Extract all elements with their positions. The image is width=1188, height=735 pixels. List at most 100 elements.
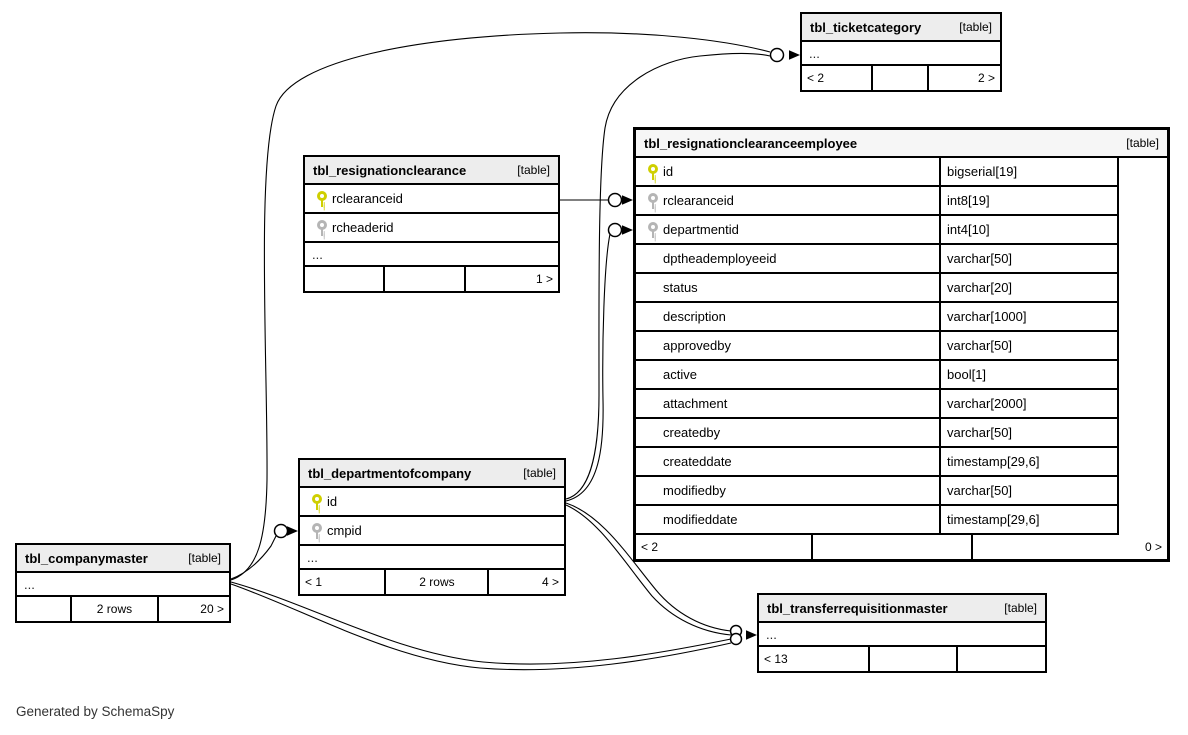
- table-tbl_companymaster[interactable]: tbl_companymaster [table] ... 2 rows 20 …: [15, 543, 231, 623]
- table-tag: [table]: [188, 551, 221, 565]
- column-type: bool[1]: [939, 361, 1115, 388]
- table-footer: < 2 2 >: [802, 66, 1000, 90]
- footer-children: 1 >: [464, 267, 558, 291]
- arrowhead-icon: [622, 225, 633, 235]
- column-name: createdby: [663, 425, 721, 440]
- more-columns-row: ...: [300, 546, 564, 570]
- column-row: status varchar[20]: [636, 274, 1117, 303]
- footer-rows: 2 rows: [384, 570, 487, 594]
- table-tag: [table]: [959, 20, 992, 34]
- relationship-endpoint-circle: [729, 632, 743, 646]
- table-tbl_departmentofcompany[interactable]: tbl_departmentofcompany [table] id cmpid.…: [298, 458, 566, 596]
- footer-children: [956, 647, 1045, 671]
- table-tag: [table]: [517, 163, 550, 177]
- column-name: status: [663, 280, 698, 295]
- column-type: int8[19]: [939, 187, 1115, 214]
- column-type: varchar[50]: [939, 245, 1115, 272]
- relationship-endpoint-circle: [607, 222, 623, 238]
- primary-key-icon: [647, 163, 659, 180]
- column-row: active bool[1]: [636, 361, 1117, 390]
- column-type: varchar[20]: [939, 274, 1115, 301]
- foreign-key-icon: [316, 219, 328, 236]
- column-row: rcheaderid: [305, 214, 558, 243]
- column-name: cmpid: [327, 523, 362, 538]
- table-footer: < 13: [759, 647, 1045, 671]
- column-row: id bigserial[19]: [636, 158, 1117, 187]
- table-tbl_resignationclearance[interactable]: tbl_resignationclearance [table] rcleara…: [303, 155, 560, 293]
- table-tbl_ticketcategory[interactable]: tbl_ticketcategory [table] ... < 2 2 >: [800, 12, 1002, 92]
- column-name: rclearanceid: [332, 191, 403, 206]
- column-name: modifiedby: [663, 483, 726, 498]
- table-title: tbl_ticketcategory: [810, 19, 922, 35]
- column-name: approvedby: [663, 338, 731, 353]
- table-header: tbl_ticketcategory [table]: [802, 14, 1000, 42]
- column-type: varchar[2000]: [939, 390, 1115, 417]
- footer-children: 0 >: [970, 535, 1167, 559]
- key-cell: [305, 190, 332, 207]
- footer-parents: < 1: [305, 575, 323, 589]
- relationship-line: [565, 502, 732, 632]
- generated-by-credit: Generated by SchemaSpy: [16, 704, 175, 719]
- table-title: tbl_departmentofcompany: [308, 465, 472, 481]
- footer-children: 2 >: [926, 66, 1000, 90]
- table-side-column: [1117, 158, 1167, 535]
- relationship-endpoint-circle: [273, 523, 289, 539]
- footer-children: 4 >: [487, 570, 564, 594]
- table-footer: < 2 0 >: [636, 535, 1167, 559]
- table-tbl_transferrequisitionmaster[interactable]: tbl_transferrequisitionmaster [table] ..…: [757, 593, 1047, 673]
- more-columns-row: ...: [17, 573, 229, 597]
- column-type: varchar[50]: [939, 419, 1115, 446]
- more-columns-row: ...: [759, 623, 1045, 647]
- key-cell: [636, 221, 663, 238]
- table-tbl_resignationclearanceemployee[interactable]: tbl_resignationclearanceemployee [table]…: [633, 127, 1170, 562]
- column-name: id: [663, 164, 674, 179]
- key-cell: [636, 192, 663, 209]
- column-row: id: [300, 488, 564, 517]
- footer-rows: [383, 267, 464, 291]
- column-name: id: [327, 494, 338, 509]
- table-footer: 1 >: [305, 267, 558, 291]
- key-cell: [305, 219, 332, 236]
- column-name: modifieddate: [663, 512, 738, 527]
- column-name: active: [663, 367, 697, 382]
- relationship-line: [230, 581, 732, 665]
- key-cell: [300, 493, 327, 510]
- column-name: attachment: [663, 396, 728, 411]
- column-type: bigserial[19]: [939, 158, 1115, 185]
- table-title: tbl_resignationclearance: [313, 162, 467, 178]
- table-tag: [table]: [523, 466, 556, 480]
- table-tag: [table]: [1126, 136, 1159, 150]
- column-name: rcheaderid: [332, 220, 394, 235]
- table-header: tbl_resignationclearance [table]: [305, 157, 558, 185]
- column-name: createddate: [663, 454, 732, 469]
- table-header: tbl_companymaster [table]: [17, 545, 229, 573]
- relationship-line: [565, 233, 611, 502]
- footer-parents: [17, 597, 70, 621]
- table-title: tbl_transferrequisitionmaster: [767, 600, 948, 616]
- column-type: int4[10]: [939, 216, 1115, 243]
- relationship-line: [230, 32, 771, 581]
- arrowhead-icon: [287, 526, 298, 536]
- relationship-endpoint-circle: [769, 47, 785, 63]
- footer-parents: [305, 267, 383, 291]
- foreign-key-icon: [647, 192, 659, 209]
- column-type: timestamp[29,6]: [939, 506, 1115, 533]
- footer-children: 20 >: [156, 597, 229, 621]
- relationship-line: [565, 52, 771, 500]
- more-columns-row: ...: [802, 42, 1000, 66]
- column-row: rclearanceid int8[19]: [636, 187, 1117, 216]
- relationship-line: [230, 535, 277, 580]
- column-row: cmpid: [300, 517, 564, 546]
- column-name: rclearanceid: [663, 193, 734, 208]
- more-columns-row: ...: [305, 243, 558, 267]
- key-cell: [636, 163, 663, 180]
- footer-parents: < 2: [807, 71, 825, 85]
- column-row: createdby varchar[50]: [636, 419, 1117, 448]
- table-footer: 2 rows 20 >: [17, 597, 229, 621]
- column-type: varchar[50]: [939, 477, 1115, 504]
- column-row: modifieddate timestamp[29,6]: [636, 506, 1117, 535]
